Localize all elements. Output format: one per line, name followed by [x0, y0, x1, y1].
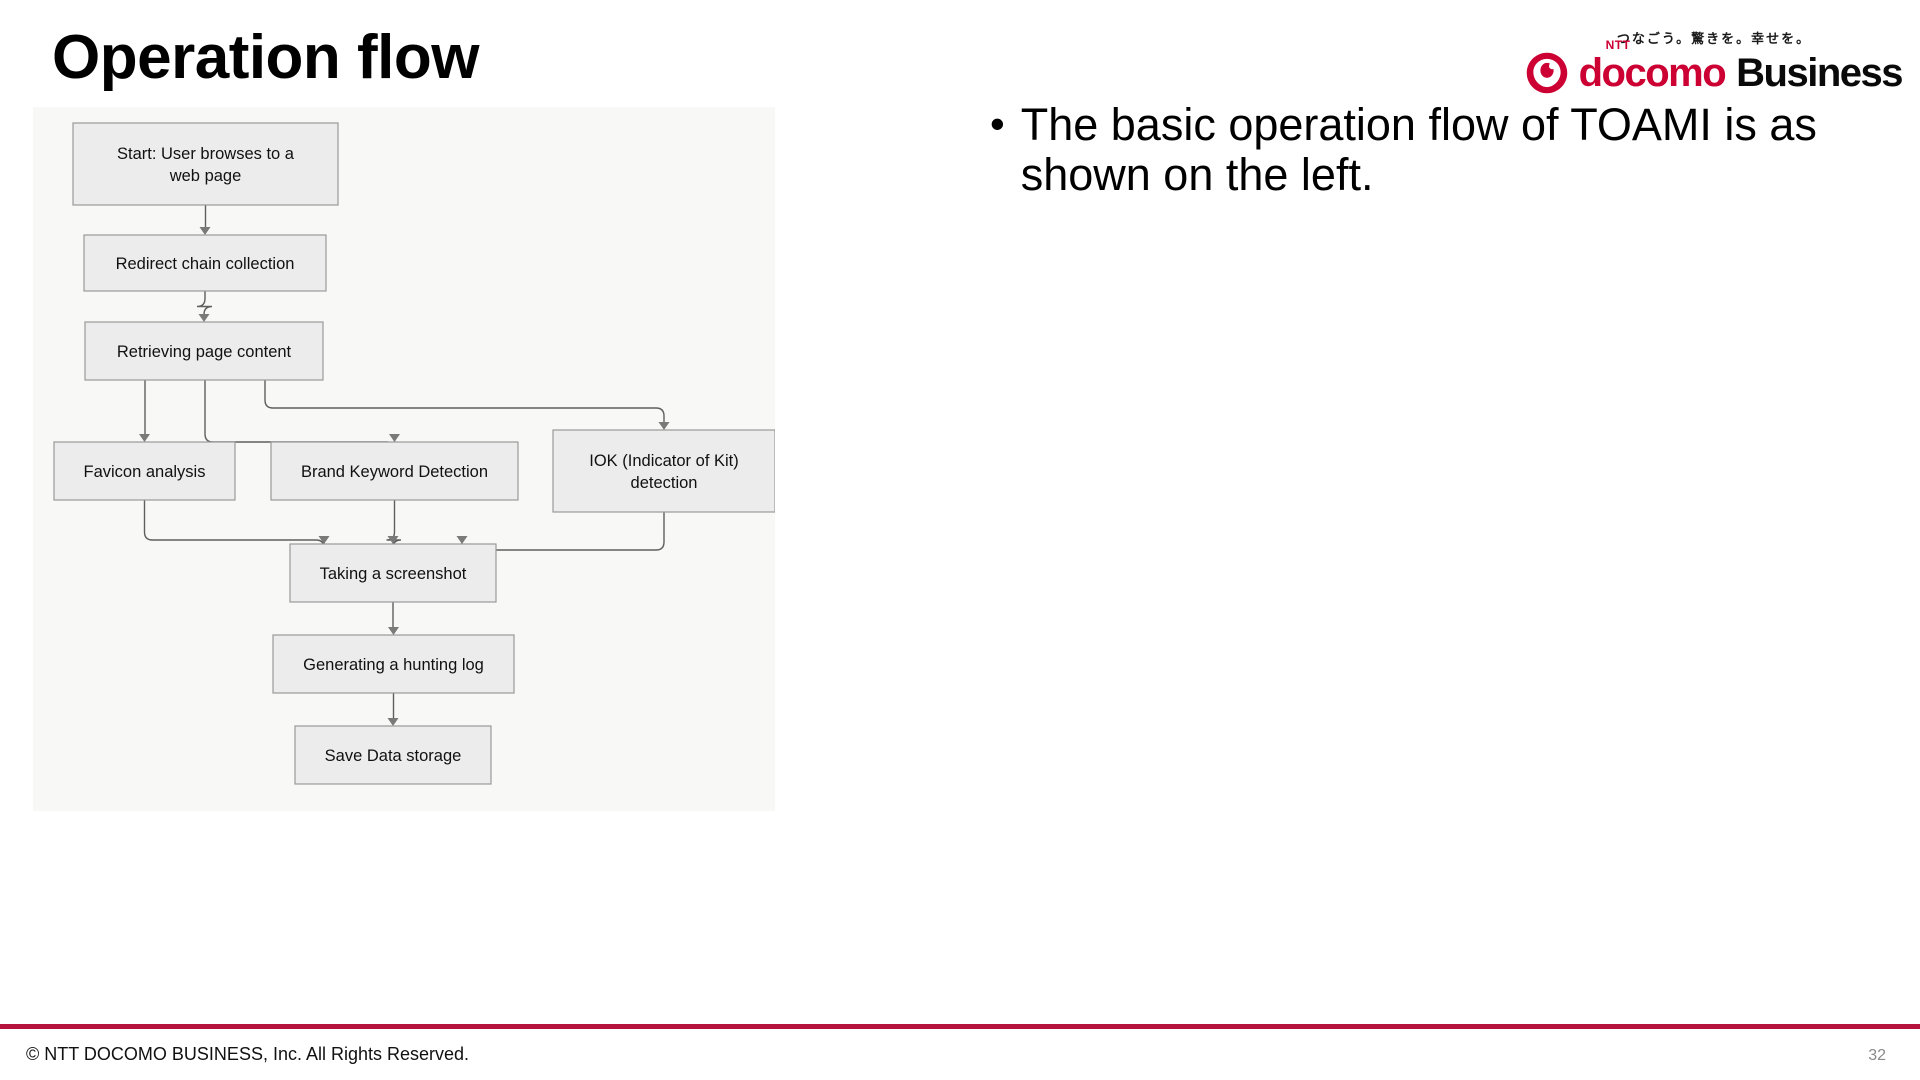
arrow-head-icon: [199, 227, 211, 235]
flowchart-svg: Start: User browses to a web pageRedirect…: [53, 122, 775, 785]
page-title: Operation flow: [52, 23, 480, 92]
brand-tagline: つなごう。驚きを。幸せを。: [1616, 32, 1812, 47]
flow-node-screenshot: Taking a screenshot: [289, 543, 497, 603]
ntt-label: NTT: [1605, 38, 1631, 52]
flow-node-label: detection: [631, 474, 698, 492]
flow-node-label: Favicon analysis: [84, 463, 206, 481]
flow-edge: [143, 500, 325, 549]
arrow-head-icon: [139, 434, 150, 442]
flow-node-retrieve: Retrieving page content: [84, 321, 324, 381]
arrow-head-icon: [387, 718, 399, 726]
flow-node-save: Save Data storage: [294, 725, 492, 785]
business-label: Business: [1736, 51, 1903, 95]
flow-edge: [264, 380, 665, 422]
flow-node-huntlog: Generating a hunting log: [272, 634, 515, 694]
arrow-head-icon: [456, 536, 468, 544]
flow-node-redirect: Redirect chain collection: [83, 234, 327, 292]
arrow-head-icon: [318, 536, 330, 544]
docomo-circle-mark: [1526, 52, 1567, 94]
flow-node-label: Redirect chain collection: [116, 255, 295, 273]
flow-node-label: Retrieving page content: [117, 343, 292, 361]
flow-node-favicon: Favicon analysis: [53, 441, 236, 501]
arrow-head-icon: [198, 314, 210, 322]
flow-edge: [196, 291, 213, 315]
flow-node-label: web page: [169, 167, 242, 185]
flow-node-start: Start: User browses to a web page: [72, 122, 339, 206]
flow-node-label: Start: User browses to a: [117, 145, 295, 163]
flow-node-label: IOK (Indicator of Kit): [589, 452, 738, 470]
bullet-item: • The basic operation flow of TOAMI is a…: [990, 99, 1840, 201]
brand-logo: つなごう。驚きを。幸せを。 NTT docomo Business: [1526, 28, 1904, 95]
arrow-head-icon: [389, 434, 400, 442]
docomo-label: docomo: [1578, 51, 1727, 95]
docomo-wordmark: NTT docomo Business: [1578, 38, 1904, 95]
flow-node-iok: IOK (Indicator of Kit) detection: [552, 429, 775, 513]
flow-node-label: Save Data storage: [325, 747, 462, 765]
node-layer: Start: User browses to a web pageRedirect…: [53, 122, 775, 785]
flow-node-brand: Brand Keyword Detection: [270, 441, 519, 501]
arrow-head-icon: [658, 422, 670, 430]
copyright-text: © NTT DOCOMO BUSINESS, Inc. All Rights R…: [26, 1044, 470, 1064]
page-number: 32: [1868, 1047, 1886, 1064]
flow-node-label: Generating a hunting log: [303, 656, 484, 674]
flow-edge: [204, 380, 396, 451]
flow-node-label: Brand Keyword Detection: [301, 463, 488, 481]
bullet-text: The basic operation flow of TOAMI is as …: [1020, 99, 1817, 201]
arrow-head-icon: [388, 627, 399, 635]
bullet-marker: •: [990, 100, 1005, 147]
footer-divider: [0, 1024, 1920, 1029]
flow-node-label: Taking a screenshot: [320, 565, 467, 583]
logo-lockup: NTT docomo Business: [1526, 38, 1904, 95]
body-text-block: • The basic operation flow of TOAMI is a…: [990, 99, 1840, 201]
arrow-head-icon: [387, 536, 399, 544]
